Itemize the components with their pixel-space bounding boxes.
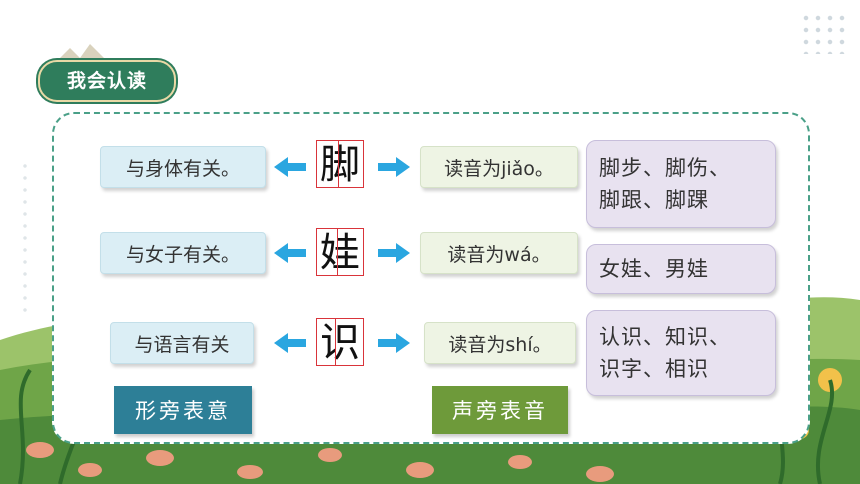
- meaning-box-1: 与身体有关。: [100, 146, 266, 188]
- words-box-3: 认识、知识、 识字、相识: [586, 310, 776, 396]
- character-2: 娃: [320, 230, 360, 276]
- arrow-left-icon: [274, 243, 306, 263]
- decorative-dot-grid: [800, 12, 848, 54]
- character-1: 脚: [320, 142, 360, 188]
- arrow-right-icon: [378, 243, 410, 263]
- words-line-3b: 识字、相识: [599, 357, 709, 381]
- words-box-2: 女娃、男娃: [586, 244, 776, 294]
- meaning-text-1: 与身体有关。: [125, 157, 240, 180]
- meaning-text-3: 与语言有关: [134, 333, 230, 356]
- words-line-1b: 脚跟、脚踝: [599, 188, 709, 212]
- form-semantic-tag: 形旁表意: [114, 386, 252, 434]
- sound-phonetic-tag: 声旁表音: [432, 386, 568, 434]
- character-box-2: 娃: [316, 228, 364, 276]
- form-semantic-label: 形旁表意: [135, 399, 231, 423]
- pronunciation-box-3: 读音为shí。: [424, 322, 576, 364]
- pronunciation-text-2: 读音为wá。: [447, 243, 551, 266]
- character-box-1: 脚: [316, 140, 364, 188]
- character-3: 识: [320, 320, 360, 366]
- pronunciation-text-3: 读音为shí。: [448, 333, 552, 356]
- pronunciation-text-1: 读音为jiǎo。: [444, 157, 554, 180]
- words-line-2a: 女娃、男娃: [599, 257, 709, 281]
- words-line-1a: 脚步、脚伤、: [599, 156, 731, 180]
- words-box-1: 脚步、脚伤、 脚跟、脚踝: [586, 140, 776, 228]
- sound-phonetic-label: 声旁表音: [452, 399, 548, 423]
- section-title: 我会认读: [66, 70, 147, 92]
- section-title-badge: 我会认读: [38, 60, 176, 102]
- pronunciation-box-1: 读音为jiǎo。: [420, 146, 578, 188]
- arrow-left-icon: [274, 157, 306, 177]
- arrow-left-icon: [274, 333, 306, 353]
- meaning-box-2: 与女子有关。: [100, 232, 266, 274]
- character-box-3: 识: [316, 318, 364, 366]
- arrow-right-icon: [378, 333, 410, 353]
- pronunciation-box-2: 读音为wá。: [420, 232, 578, 274]
- arrow-right-icon: [378, 157, 410, 177]
- decorative-side-dots: [22, 160, 28, 320]
- meaning-box-3: 与语言有关: [110, 322, 254, 364]
- words-line-3a: 认识、知识、: [599, 325, 731, 349]
- meaning-text-2: 与女子有关。: [125, 243, 240, 266]
